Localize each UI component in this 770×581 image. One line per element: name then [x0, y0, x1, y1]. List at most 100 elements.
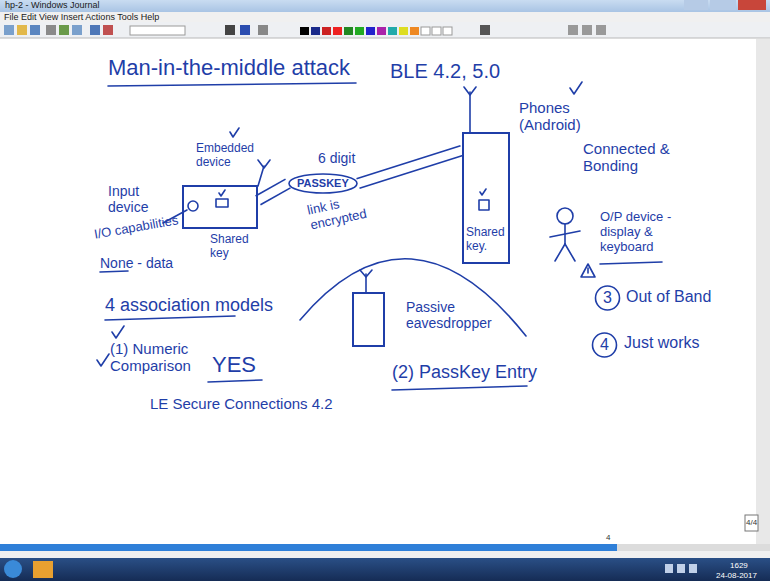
window-chrome-part — [4, 25, 14, 35]
menu-bar: File Edit View Insert Actions Tools Help — [4, 12, 159, 22]
node-text: PASSKEY — [297, 177, 349, 190]
taskbar-part — [0, 558, 770, 581]
window-chrome-part — [333, 27, 342, 35]
node-heading: Passive eavesdropper — [406, 299, 501, 331]
window-chrome-part — [388, 27, 397, 35]
encrypted-link — [356, 146, 463, 189]
window-chrome-part — [410, 27, 419, 35]
window-chrome-part — [0, 22, 770, 38]
window-chrome-part — [0, 12, 770, 22]
window-chrome-part — [377, 27, 386, 35]
handwriting-ink-part — [581, 264, 595, 277]
handwriting-ink-part — [392, 386, 527, 390]
handwriting-ink-part — [108, 83, 356, 86]
window-chrome-part — [355, 27, 364, 35]
oval-shape — [289, 174, 357, 193]
taskbar-part — [4, 560, 22, 578]
window-chrome-part — [72, 25, 82, 35]
link-line — [360, 155, 464, 188]
page-counter: 4/4 — [746, 518, 757, 527]
handwriting-ink — [97, 82, 662, 390]
model-item: Just works — [624, 334, 700, 352]
window-chrome-part — [421, 27, 430, 35]
taskbar-part — [689, 564, 697, 573]
window-chrome — [0, 0, 770, 38]
node-heading: Phones (Android) — [519, 99, 614, 134]
handwriting-ink-part — [360, 270, 372, 277]
handwriting-ink-part — [258, 160, 270, 168]
note: LE Secure Connections 4.2 — [150, 395, 333, 412]
handwriting-ink-part — [112, 326, 124, 338]
section-heading: 4 association models — [105, 295, 273, 316]
page-ground-part — [0, 39, 756, 544]
page-title: Man-in-the-middle attack — [108, 55, 350, 80]
page-ground-part — [756, 39, 770, 544]
version-note: BLE 4.2, 5.0 — [390, 60, 500, 83]
window-chrome-part — [344, 27, 353, 35]
handwriting-ink-part — [469, 92, 471, 132]
handwriting-ink-part — [587, 268, 589, 273]
window-chrome-part — [710, 0, 736, 10]
handwriting-ink-part — [300, 259, 526, 336]
eavesdropper-box: Passive eavesdropper — [352, 292, 385, 347]
window-chrome-part — [225, 25, 235, 35]
note: None - data — [100, 255, 173, 271]
window-chrome-part — [240, 25, 250, 35]
handwriting-ink-part — [593, 333, 617, 357]
window-chrome-part — [684, 0, 708, 10]
window-chrome-part — [258, 25, 268, 35]
window-chrome-part — [130, 26, 185, 35]
window-chrome-part — [311, 27, 320, 35]
window-chrome-part — [399, 27, 408, 35]
model-item: Out of Band — [626, 288, 711, 306]
note: Connected & Bonding — [583, 140, 678, 175]
window-chrome-part — [568, 25, 578, 35]
phone-box: Phones (Android) — [462, 132, 510, 264]
window-chrome-part — [30, 25, 40, 35]
answer: YES — [212, 352, 256, 377]
window-chrome-part — [103, 25, 113, 35]
note: O/P device - display & keyboard — [600, 210, 680, 255]
clock-time: 1629 — [730, 561, 748, 570]
link-line — [260, 188, 290, 205]
page-number: 4 — [606, 533, 610, 542]
taskbar-part — [665, 564, 673, 573]
window-chrome-part — [480, 25, 490, 35]
handwriting-ink-part — [230, 128, 239, 137]
handwriting-ink-part — [555, 244, 565, 261]
handwriting-ink-part — [216, 199, 228, 207]
handwriting-ink-part — [208, 380, 262, 382]
model-item: (1) Numeric Comparison — [110, 340, 210, 375]
taskbar-part — [677, 564, 685, 573]
page-ground-part — [0, 551, 770, 558]
note: 6 digit — [318, 150, 355, 166]
window-chrome-part — [366, 27, 375, 35]
handwriting-ink-part — [600, 262, 662, 264]
key-label: Shared key — [210, 233, 255, 261]
taskbar-part — [33, 561, 53, 578]
window-chrome-part — [59, 25, 69, 35]
handwriting-ink-part — [570, 82, 582, 94]
window-chrome-part — [582, 25, 592, 35]
window-chrome-part — [596, 25, 606, 35]
handwriting-ink-part — [479, 200, 489, 210]
page-ground-part — [617, 544, 770, 551]
window-chrome-part — [0, 0, 770, 12]
key-label: Shared key. — [466, 226, 506, 254]
model-item: (2) PassKey Entry — [392, 362, 537, 383]
window-chrome-part — [322, 27, 331, 35]
clock-date: 24-08-2017 — [716, 571, 757, 580]
window-chrome-part — [443, 27, 452, 35]
handwriting-ink-part — [100, 271, 128, 272]
window-chrome-part — [17, 25, 27, 35]
handwriting-ink-part — [550, 231, 580, 237]
link-line — [356, 146, 460, 179]
page-ground — [0, 39, 770, 558]
node-heading: Embedded device — [196, 142, 258, 170]
handwriting-ink-part — [258, 166, 264, 186]
window-chrome-part — [0, 38, 770, 39]
handwriting-ink-part — [97, 354, 109, 366]
callout-number: 4 — [600, 336, 609, 354]
window-chrome-part — [90, 25, 100, 35]
handwriting-ink-part — [565, 244, 575, 261]
